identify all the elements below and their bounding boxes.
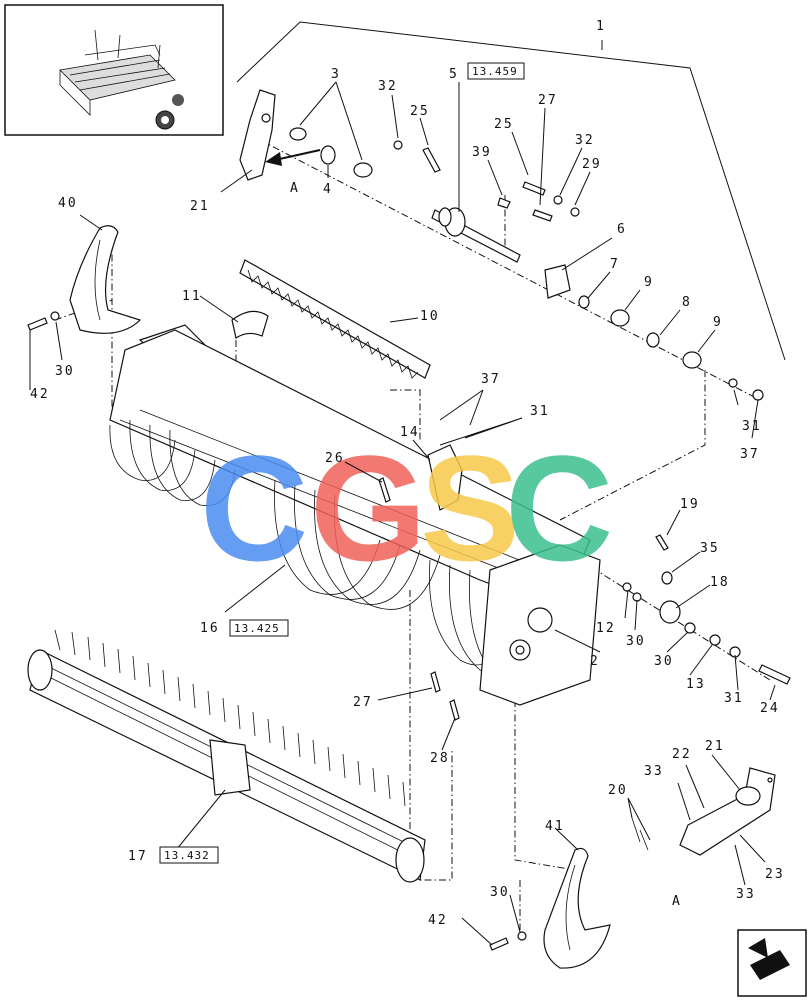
washer-9a — [610, 309, 630, 327]
callout-4: 4 — [323, 182, 333, 197]
callout-32b: 32 — [575, 133, 595, 148]
key-39 — [497, 197, 511, 209]
plate-6 — [544, 264, 571, 299]
callout-33a: 33 — [644, 764, 664, 779]
leader-lines — [29, 81, 776, 946]
callout-30d: 30 — [490, 885, 510, 900]
callout-30a: 30 — [55, 364, 75, 379]
callout-21a: 21 — [190, 199, 210, 214]
guard-40 — [69, 225, 142, 334]
callout-41: 41 — [545, 819, 565, 834]
callout-26: 26 — [325, 451, 345, 466]
callout-29: 29 — [582, 157, 602, 172]
callout-28: 28 — [430, 751, 450, 766]
callout-33b: 33 — [736, 887, 756, 902]
callout-19: 19 — [680, 497, 700, 512]
callout-21b: 21 — [705, 739, 725, 754]
callout-32a: 32 — [378, 79, 398, 94]
callout-27b: 27 — [353, 695, 373, 710]
bolt-24 — [758, 664, 791, 685]
callout-17: 17 — [128, 849, 148, 864]
watermark-letter-4: C — [505, 424, 613, 592]
callout-35: 35 — [700, 541, 720, 556]
callout-37b: 37 — [740, 447, 760, 462]
callout-9a: 9 — [644, 275, 654, 290]
callout-16: 16 — [200, 621, 220, 636]
callout-3: 3 — [331, 67, 341, 82]
callout-30c: 30 — [654, 654, 674, 669]
callout-13: 13 — [686, 677, 706, 692]
callout-42b: 42 — [428, 913, 448, 928]
callout-42a: 42 — [30, 387, 50, 402]
watermark: C G S C — [200, 424, 613, 592]
callout-24: 24 — [760, 701, 780, 716]
thumbnail-inset — [4, 4, 224, 136]
callout-27a: 27 — [538, 93, 558, 108]
callout-18: 18 — [710, 575, 730, 590]
ref-box-16[interactable]: 13.425 — [229, 619, 289, 637]
bearing-8 — [646, 332, 660, 348]
callout-30b: 30 — [626, 634, 646, 649]
watermark-letter-1: C — [200, 424, 308, 592]
callout-20: 20 — [608, 783, 628, 798]
washer-9b — [682, 351, 702, 369]
callout-7: 7 — [610, 257, 620, 272]
watermark-letter-2: G — [310, 424, 427, 592]
reel-assembly-16 — [109, 324, 601, 706]
callout-23: 23 — [765, 867, 785, 882]
bracket-14 — [427, 444, 463, 511]
bushing-4 — [320, 145, 336, 165]
callout-view-a-1: A — [290, 181, 300, 196]
ref-box-17[interactable]: 13.432 — [159, 846, 219, 864]
callout-1-bracket — [236, 21, 786, 361]
callout-1: 1 — [596, 19, 606, 34]
callout-8: 8 — [682, 295, 692, 310]
callout-labels: 1 3 32 25 5 27 25 32 39 29 4 21 A 40 6 7… — [30, 19, 785, 928]
callout-9b: 9 — [713, 315, 723, 330]
callout-11: 11 — [182, 289, 202, 304]
callout-12: 12 — [596, 621, 616, 636]
bolt-27 — [522, 181, 546, 196]
ref-box-5[interactable]: 13.459 — [467, 62, 525, 80]
sprocket-18 — [659, 600, 681, 624]
callout-25b: 25 — [494, 117, 514, 132]
page-nav-arrow[interactable] — [737, 929, 807, 997]
bolt-25 — [422, 147, 441, 173]
bracket-21-top — [239, 89, 276, 181]
callout-6: 6 — [617, 222, 627, 237]
callout-40: 40 — [58, 196, 78, 211]
callout-2: 2 — [590, 654, 600, 669]
washer-3 — [289, 127, 373, 178]
callout-39: 39 — [472, 145, 492, 160]
ref-box-5-text: 13.459 — [472, 65, 518, 78]
washer-32 — [393, 140, 403, 150]
watermark-letter-3: S — [420, 424, 520, 592]
callout-view-a-2: A — [672, 894, 682, 909]
ref-box-17-text: 13.432 — [164, 849, 210, 862]
callout-5: 5 — [449, 67, 459, 82]
callout-25a: 25 — [410, 104, 430, 119]
callout-31b: 31 — [742, 419, 762, 434]
strip-10 — [239, 259, 431, 379]
view-a-arrow — [265, 149, 321, 166]
detail-a-bracket-21 — [679, 767, 776, 856]
callout-10: 10 — [420, 309, 440, 324]
ref-box-16-text: 13.425 — [234, 622, 280, 635]
callout-31a: 31 — [530, 404, 550, 419]
callout-14: 14 — [400, 425, 420, 440]
callout-37a: 37 — [481, 372, 501, 387]
shaft-5 — [431, 207, 521, 263]
rotor-17 — [27, 629, 426, 883]
guard-41 — [543, 847, 611, 969]
callout-31c: 31 — [724, 691, 744, 706]
nut-7 — [578, 295, 590, 309]
shield-11 — [231, 310, 269, 339]
callout-22: 22 — [672, 747, 692, 762]
